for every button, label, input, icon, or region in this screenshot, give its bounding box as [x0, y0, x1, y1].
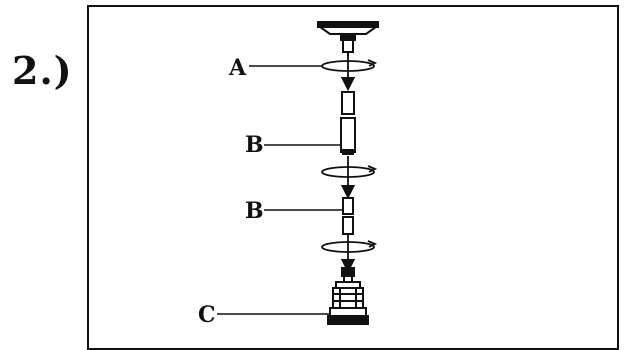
rotation-arrow-icon	[321, 56, 378, 92]
extension-rod-icon	[340, 91, 356, 155]
lamp-socket-icon	[327, 267, 369, 325]
callout-b-upper-label: B	[245, 132, 264, 158]
callout-c-label: C	[198, 302, 216, 328]
canopy-icon	[316, 21, 380, 56]
rotation-arrow-icon	[321, 156, 378, 200]
callout-b-lower-label: B	[245, 198, 264, 224]
step-number: 2.)	[12, 48, 73, 93]
rotation-arrow-icon	[321, 234, 378, 274]
extension-rod-icon	[342, 197, 354, 235]
callout-a-label: A	[228, 55, 247, 81]
